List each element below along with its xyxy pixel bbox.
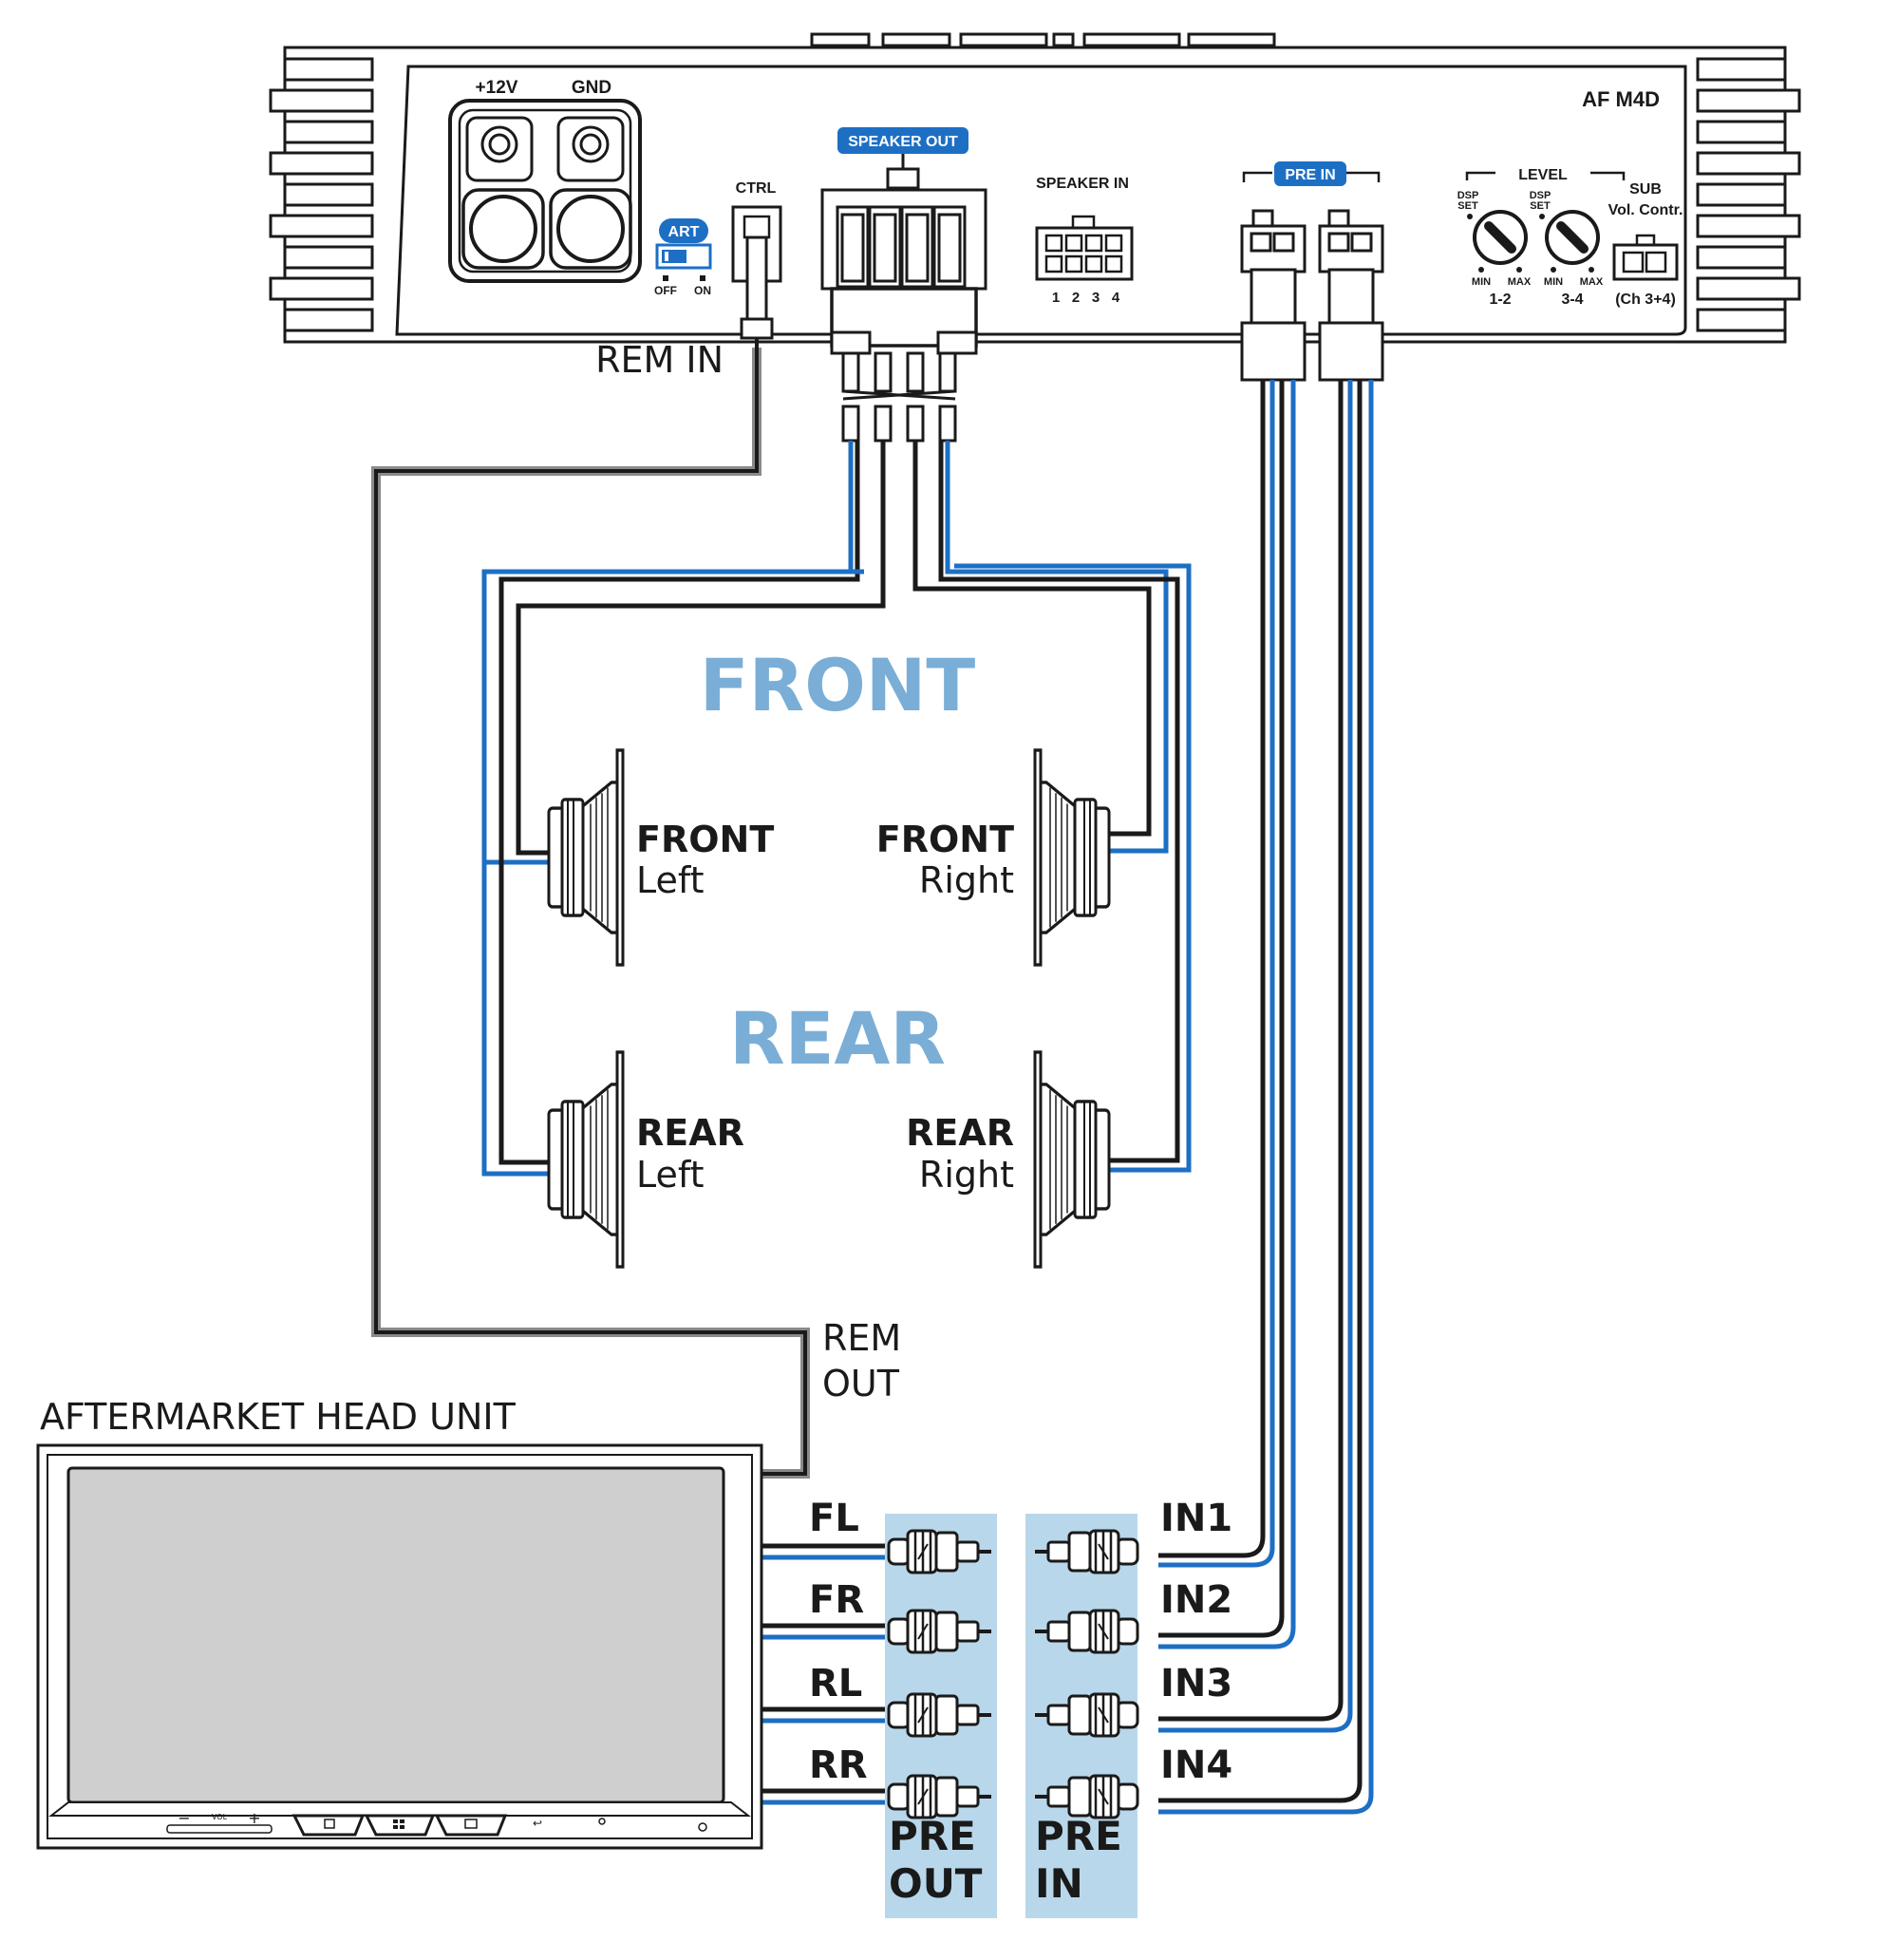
ctrl-connector[interactable]: CTRL — [731, 180, 782, 348]
rem-out-label-2: OUT — [822, 1363, 900, 1404]
speaker-in-pin-1: 1 — [1052, 290, 1060, 306]
pre-out-line1: PRE — [889, 1813, 976, 1859]
front-heading: FRONT — [700, 643, 976, 727]
speaker-in-pin-3: 3 — [1092, 290, 1100, 306]
front-right-line1: FRONT — [876, 819, 1014, 860]
art-badge: ART — [668, 224, 700, 240]
knob1-set: SET — [1457, 200, 1478, 212]
art-on-label: ON — [694, 284, 711, 297]
knob-icon[interactable] — [1475, 212, 1526, 263]
level-controls: LEVEL DSP SET MIN MAX 1-2 DSP SET MIN MA… — [1457, 167, 1626, 308]
head-unit: AFTERMARKET HEAD UNIT − VOL + ↩ — [36, 1396, 763, 1850]
pre-out-rl: RL — [809, 1662, 862, 1706]
power-icon[interactable] — [698, 1822, 707, 1832]
mic-icon[interactable] — [598, 1818, 606, 1825]
power-gnd-label: GND — [572, 78, 611, 98]
knob2-set: SET — [1530, 200, 1551, 212]
screw-terminal-icon — [461, 116, 632, 270]
vol-plus[interactable]: + — [248, 1809, 260, 1827]
speaker-in-pin-4: 4 — [1112, 290, 1120, 306]
pre-in-badge: PRE IN — [1285, 167, 1335, 183]
sub-channel: (Ch 3+4) — [1615, 292, 1676, 308]
back-icon[interactable]: ↩ — [533, 1817, 542, 1830]
pre-in-in3: IN3 — [1160, 1662, 1232, 1706]
knob2-max: MAX — [1580, 276, 1604, 288]
amp-model: AF M4D — [1582, 87, 1660, 111]
speaker-in-connector[interactable]: SPEAKER IN 1 2 3 4 — [1035, 176, 1134, 306]
art-off-label: OFF — [654, 284, 677, 297]
speaker-out-connector[interactable]: SPEAKER OUT — [820, 127, 987, 443]
pre-out-panel: PRE OUT — [885, 1514, 997, 1918]
head-unit-button-3[interactable] — [434, 1814, 508, 1837]
speaker-icon — [547, 1050, 625, 1269]
rem-out-label-1: REM — [822, 1317, 901, 1359]
head-unit-title: AFTERMARKET HEAD UNIT — [40, 1396, 517, 1438]
art-switch[interactable]: ART OFF ON — [654, 218, 712, 297]
pre-in-in1: IN1 — [1160, 1497, 1232, 1540]
speaker-front-right: FRONT Right — [876, 748, 1111, 967]
pre-in-line1: PRE — [1035, 1813, 1122, 1859]
amp-top-tabs — [810, 32, 1276, 47]
pre-out-channel-labels: FL FR RL RR — [809, 1497, 868, 1787]
amplifier: AF M4D +12V GND ART — [269, 32, 1801, 443]
pre-in-line2: IN — [1035, 1860, 1083, 1907]
speaker-rear-left: REAR Left — [547, 1050, 744, 1269]
head-unit-button-2[interactable] — [364, 1814, 436, 1837]
front-left-line2: Left — [636, 859, 705, 901]
knob1-dsp: DSP — [1457, 190, 1479, 201]
head-unit-button-1[interactable] — [291, 1814, 366, 1837]
power-terminals: +12V GND — [448, 78, 642, 283]
sub-subtitle: Vol. Contr. — [1608, 202, 1683, 218]
vol-minus[interactable]: − — [178, 1809, 190, 1827]
rear-right-line1: REAR — [906, 1112, 1014, 1154]
knob2-min: MIN — [1544, 276, 1563, 288]
power-plus-label: +12V — [476, 78, 518, 98]
pre-out-line2: OUT — [889, 1860, 983, 1907]
pre-in-in2: IN2 — [1160, 1578, 1232, 1622]
pre-in-channel-labels: IN1 IN2 IN3 IN4 — [1160, 1497, 1232, 1787]
pre-in-in4: IN4 — [1160, 1743, 1232, 1787]
pre-in-connector[interactable]: PRE IN — [1240, 161, 1384, 382]
knob1-min: MIN — [1472, 276, 1491, 288]
speaker-icon — [1033, 748, 1111, 967]
vol-label: VOL — [212, 1813, 228, 1821]
speaker-rear-right: REAR Right — [906, 1050, 1111, 1269]
level-title: LEVEL — [1518, 167, 1568, 183]
speaker-out-badge: SPEAKER OUT — [848, 134, 958, 150]
knob2-dsp: DSP — [1530, 190, 1551, 201]
pre-out-fr: FR — [809, 1578, 864, 1622]
speaker-front-left: FRONT Left — [547, 748, 774, 967]
front-left-line1: FRONT — [636, 819, 774, 860]
pre-out-rr: RR — [809, 1743, 868, 1787]
speaker-icon — [1033, 1050, 1111, 1269]
rear-right-line2: Right — [919, 1154, 1014, 1196]
ctrl-label: CTRL — [736, 180, 777, 197]
amp-fins-left — [269, 57, 374, 332]
knob2-channel: 3-4 — [1561, 292, 1583, 308]
rear-heading: REAR — [729, 996, 946, 1081]
rem-in-label: REM IN — [595, 339, 724, 381]
head-unit-screen[interactable] — [66, 1466, 725, 1804]
knob1-max: MAX — [1508, 276, 1532, 288]
knob1-channel: 1-2 — [1489, 292, 1511, 308]
sub-volume-connector[interactable]: SUB Vol. Contr. (Ch 3+4) — [1608, 181, 1683, 308]
amp-fins-right — [1696, 57, 1801, 332]
rear-left-line2: Left — [636, 1154, 705, 1196]
knob-icon[interactable] — [1547, 212, 1598, 263]
rear-left-line1: REAR — [636, 1112, 744, 1154]
wiring — [371, 348, 1374, 1815]
front-right-line2: Right — [919, 859, 1014, 901]
speaker-icon — [547, 748, 625, 967]
speaker-in-pin-2: 2 — [1072, 290, 1080, 306]
pre-out-fl: FL — [809, 1497, 859, 1540]
speaker-in-label: SPEAKER IN — [1036, 176, 1129, 192]
pre-in-panel: PRE IN — [1025, 1514, 1139, 1918]
sub-title: SUB — [1629, 181, 1662, 198]
